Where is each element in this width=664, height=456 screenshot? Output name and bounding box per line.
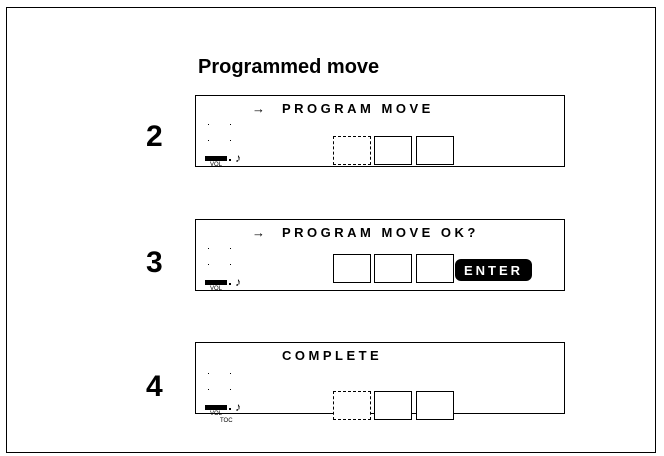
lcd-panel-step-3: → PROGRAM MOVE OK? ♪ VOL ENTER	[195, 219, 565, 292]
segment-box	[374, 136, 412, 165]
volume-bar	[205, 280, 227, 285]
segment-box	[374, 254, 412, 283]
music-note-icon: ♪	[235, 151, 241, 165]
segment-box	[416, 136, 454, 165]
lcd-text: PROGRAM MOVE OK?	[282, 225, 479, 240]
step-number-4: 4	[146, 370, 163, 403]
arrow-icon: →	[252, 225, 265, 240]
arrow-icon: →	[252, 101, 265, 116]
volume-bar	[205, 156, 227, 161]
lcd-text: COMPLETE	[282, 348, 383, 363]
music-note-icon: ♪	[235, 275, 241, 289]
toc-label: TOC	[220, 418, 233, 424]
step-number-3: 3	[146, 246, 163, 279]
volume-bar	[205, 405, 227, 410]
segment-box	[333, 391, 371, 420]
vol-label: VOL	[210, 162, 223, 168]
lcd-panel-step-4: COMPLETE ♪ VOL TOC	[195, 342, 565, 424]
lcd-text: PROGRAM MOVE	[282, 101, 434, 116]
vol-label: VOL	[210, 411, 223, 417]
step-number-2: 2	[146, 120, 163, 153]
page-title: Programmed move	[198, 56, 380, 78]
segment-box	[416, 391, 454, 420]
page-frame	[6, 7, 656, 453]
lcd-panel-step-2: → PROGRAM MOVE ♪ VOL	[195, 95, 565, 168]
segment-box	[416, 254, 454, 283]
segment-box	[333, 136, 371, 165]
music-note-icon: ♪	[235, 400, 241, 414]
vol-label: VOL	[210, 286, 223, 292]
segment-box	[374, 391, 412, 420]
segment-box	[333, 254, 371, 283]
enter-indicator: ENTER	[455, 259, 532, 281]
